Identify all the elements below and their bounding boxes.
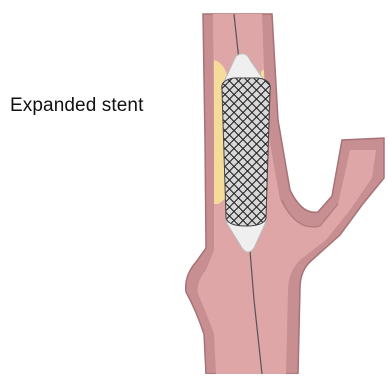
stent-label: Expanded stent (10, 95, 143, 117)
